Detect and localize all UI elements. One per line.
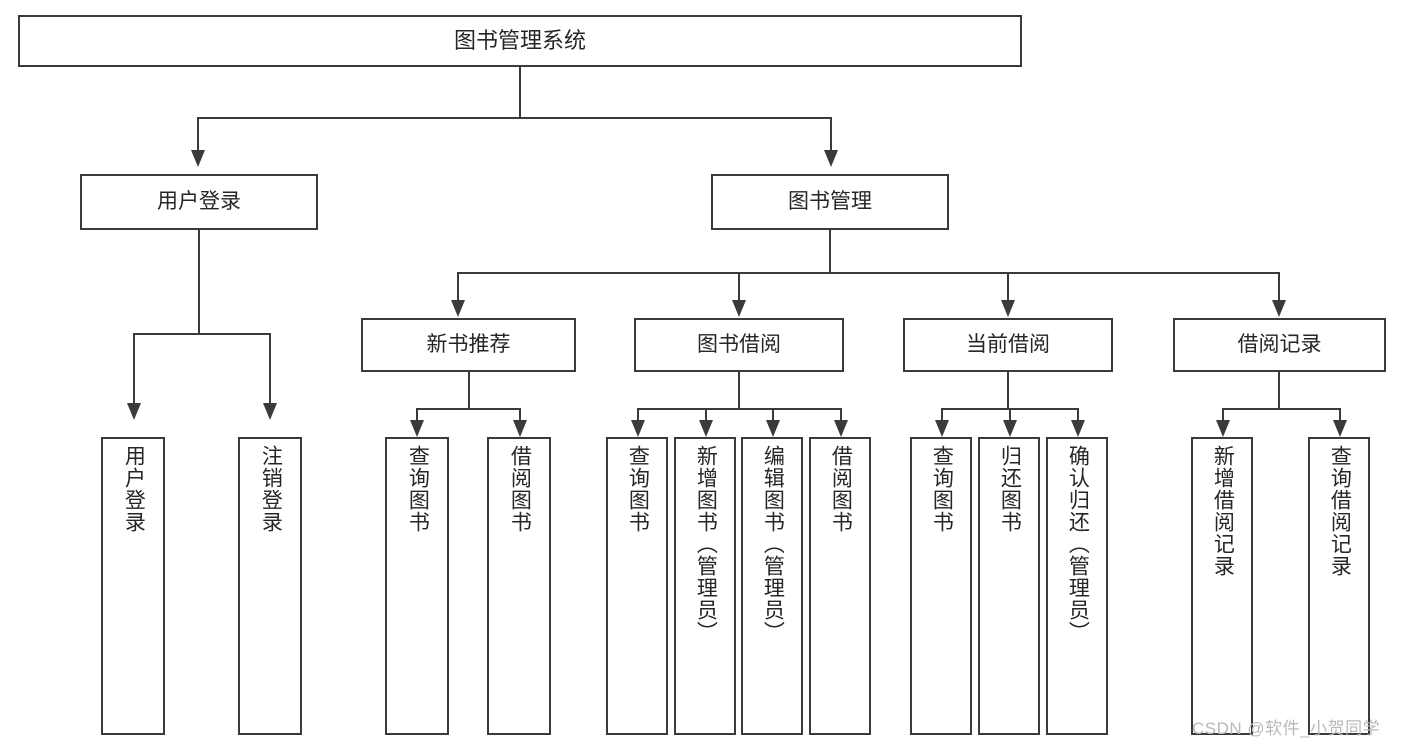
connector-nb-to-leaf-1 [416,408,418,422]
arrow-down-icon [699,420,713,437]
connector-book-management-bar [457,272,1279,274]
node-label: 新书推荐 [426,332,511,356]
node-label: 图书管理系统 [453,28,586,54]
node-label: 用户登录 [122,445,146,533]
arrow-down-icon [631,420,645,437]
connector-bm-to-borrow-record [1278,272,1280,302]
node-label: 查询图书 [406,445,430,533]
arrow-down-icon [824,150,838,167]
arrow-down-icon [127,403,141,420]
arrow-down-icon [732,300,746,317]
node-new-book-recommend[interactable]: 新书推荐 [361,318,576,372]
node-label: 注销登录 [259,445,283,533]
leaf-user-login[interactable]: 用户登录 [101,437,165,735]
arrow-down-icon [191,150,205,167]
node-label: 查询借阅记录 [1328,445,1352,577]
connector-br-to-leaf-2 [1339,408,1341,422]
connector-bb-to-leaf-2 [705,408,707,422]
node-book-borrow[interactable]: 图书借阅 [634,318,844,372]
connector-borrow-record-stem [1278,372,1280,408]
node-current-borrow[interactable]: 当前借阅 [903,318,1113,372]
node-label: 图书管理 [788,189,872,213]
node-label: 新增借阅记录 [1211,445,1235,577]
connector-user-login-to-leaf-1 [133,333,135,405]
leaf-query-book-current[interactable]: 查询图书 [910,437,972,735]
connector-bb-to-leaf-1 [637,408,639,422]
node-label: 借阅记录 [1237,332,1322,356]
connector-br-to-leaf-1 [1222,408,1224,422]
connector-bb-to-leaf-3 [772,408,774,422]
connector-cb-to-leaf-2 [1009,408,1011,422]
node-label: 确认归还（管理员） [1066,445,1090,643]
arrow-down-icon [513,420,527,437]
arrow-down-icon [1001,300,1015,317]
connector-nb-to-leaf-2 [519,408,521,422]
connector-bm-to-book-borrow [738,272,740,302]
connector-cb-to-leaf-1 [941,408,943,422]
connector-current-borrow-stem [1007,372,1009,408]
leaf-borrow-book[interactable]: 借阅图书 [809,437,871,735]
leaf-user-logout[interactable]: 注销登录 [238,437,302,735]
connector-new-book-stem [468,372,470,408]
connector-new-book-bar [416,408,521,410]
node-label: 用户登录 [157,189,241,213]
connector-book-management-stem [829,230,831,272]
node-root-book-management-system[interactable]: 图书管理系统 [18,15,1022,67]
leaf-edit-book-admin[interactable]: 编辑图书（管理员） [741,437,803,735]
leaf-add-book-admin[interactable]: 新增图书（管理员） [674,437,736,735]
arrow-down-icon [451,300,465,317]
connector-user-login-to-leaf-2 [269,333,271,405]
node-label: 新增图书（管理员） [694,445,718,643]
node-label: 借阅图书 [829,445,853,533]
connector-borrow-record-bar [1222,408,1339,410]
arrow-down-icon [1216,420,1230,437]
leaf-add-borrow-record[interactable]: 新增借阅记录 [1191,437,1253,735]
connector-root-stem [519,67,521,117]
connector-user-login-stem [198,230,200,333]
node-user-login[interactable]: 用户登录 [80,174,318,230]
connector-bb-to-leaf-4 [840,408,842,422]
leaf-return-book[interactable]: 归还图书 [978,437,1040,735]
node-label: 归还图书 [998,445,1022,533]
node-label: 借阅图书 [508,445,532,533]
leaf-borrow-book-new-recommend[interactable]: 借阅图书 [487,437,551,735]
node-label: 查询图书 [930,445,954,533]
arrow-down-icon [410,420,424,437]
node-label: 当前借阅 [966,332,1050,356]
node-label: 查询图书 [626,445,650,533]
leaf-query-borrow-record[interactable]: 查询借阅记录 [1308,437,1370,735]
arrow-down-icon [834,420,848,437]
connector-book-borrow-bar [637,408,842,410]
node-label: 图书借阅 [697,332,781,356]
connector-book-borrow-stem [738,372,740,408]
connector-bm-to-new-book [457,272,459,302]
leaf-query-book-new-recommend[interactable]: 查询图书 [385,437,449,735]
node-label: 编辑图书（管理员） [761,445,785,643]
connector-root-bar [197,117,832,119]
leaf-query-book-borrow[interactable]: 查询图书 [606,437,668,735]
csdn-watermark: CSDN @软件_小贺同学 [1192,719,1381,738]
connector-root-to-user-login [197,117,199,152]
arrow-down-icon [935,420,949,437]
node-borrow-record[interactable]: 借阅记录 [1173,318,1386,372]
arrow-down-icon [1071,420,1085,437]
connector-root-to-book-management [830,117,832,152]
arrow-down-icon [1333,420,1347,437]
leaf-confirm-return-admin[interactable]: 确认归还（管理员） [1046,437,1108,735]
arrow-down-icon [766,420,780,437]
connector-bm-to-current-borrow [1007,272,1009,302]
arrow-down-icon [263,403,277,420]
connector-user-login-bar [133,333,270,335]
arrow-down-icon [1003,420,1017,437]
connector-cb-to-leaf-3 [1077,408,1079,422]
node-book-management[interactable]: 图书管理 [711,174,949,230]
arrow-down-icon [1272,300,1286,317]
